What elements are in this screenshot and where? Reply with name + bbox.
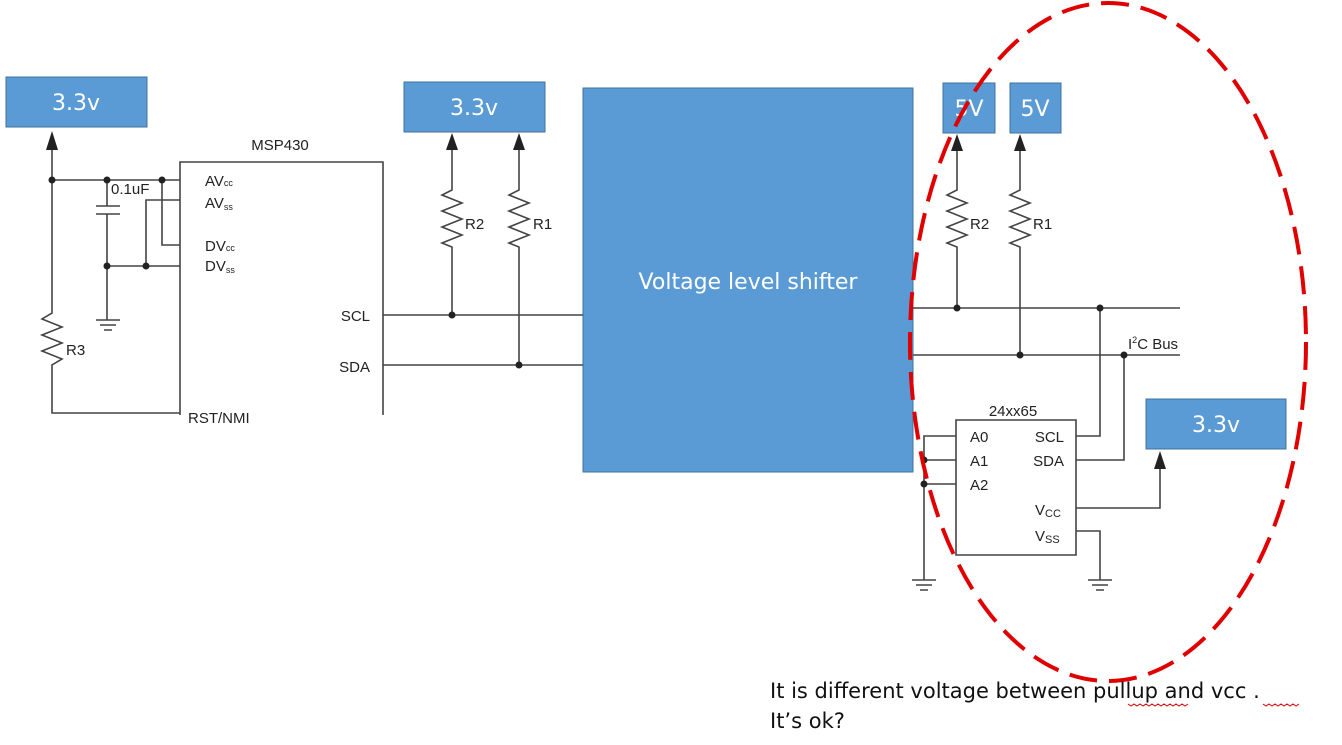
pin-scl: SCL xyxy=(341,308,370,325)
eeprom-title: 24xx65 xyxy=(989,403,1037,420)
arrow-up-icon xyxy=(446,133,458,150)
supply-box-right-r1: 5V xyxy=(1009,82,1062,134)
eeprom-wiring xyxy=(912,151,1180,591)
left-r2-label: R2 xyxy=(465,216,484,233)
pin-dvss: DVss xyxy=(205,258,235,275)
pin-vss: VSS xyxy=(1035,528,1060,546)
msp430-labels: MSP430 0.1uF R3 AVcc AVss DVcc DVss SCL … xyxy=(66,137,552,427)
pin-dvcc: DVcc xyxy=(205,238,235,255)
pin-sda: SDA xyxy=(339,359,370,376)
pin-rst: RST/NMI xyxy=(188,410,250,427)
arrow-up-icon xyxy=(1154,451,1166,469)
pin-scl: SCL xyxy=(1035,429,1064,446)
arrow-up-icon xyxy=(951,134,963,151)
arrow-up-icon xyxy=(513,133,525,150)
supply-box-msp: 3.3v xyxy=(5,76,148,128)
annotation-line-1: It is different voltage between pullup a… xyxy=(770,679,1260,703)
r3-label: R3 xyxy=(66,342,85,359)
spellcheck-underline xyxy=(1127,703,1189,707)
arrow-up-icon xyxy=(46,131,58,150)
pin-a2: A2 xyxy=(970,477,988,494)
arrow-up-icon xyxy=(1014,134,1026,151)
arrow-icons xyxy=(46,131,1166,469)
supply-box-left-pullup: 3.3v xyxy=(403,81,546,133)
voltage-level-shifter: Voltage level shifter xyxy=(582,87,914,473)
pin-avcc: AVcc xyxy=(205,173,233,190)
msp430-title: MSP430 xyxy=(251,137,309,154)
supply-label: 3.3v xyxy=(1192,413,1240,438)
highlight-ellipse xyxy=(908,1,1308,683)
annotation-line-2: It’s ok? xyxy=(770,709,845,733)
capacitor-label: 0.1uF xyxy=(111,181,149,198)
right-r1-label: R1 xyxy=(1033,216,1052,233)
right-r2-label: R2 xyxy=(970,216,989,233)
pin-a0: A0 xyxy=(970,429,988,446)
eeprom-labels: R2 R1 I2C Bus 24xx65 A0 A1 A2 SCL SDA VC… xyxy=(970,216,1178,546)
supply-box-eeprom: 3.3v xyxy=(1145,398,1287,450)
shifter-label: Voltage level shifter xyxy=(639,270,859,295)
spellcheck-underline xyxy=(1262,703,1300,707)
pin-avss: AVss xyxy=(205,195,233,212)
left-r1-label: R1 xyxy=(533,216,552,233)
supply-label: 3.3v xyxy=(52,91,100,116)
pin-vcc: VCC xyxy=(1035,502,1061,520)
i2c-bus-label: I2C Bus xyxy=(1128,335,1178,353)
msp430-wiring xyxy=(39,150,583,415)
pin-sda: SDA xyxy=(1033,453,1064,470)
supply-label: 3.3v xyxy=(450,96,498,121)
pin-a1: A1 xyxy=(970,453,988,470)
supply-box-right-r2: 5V xyxy=(942,82,996,134)
supply-label: 5V xyxy=(1020,97,1049,122)
